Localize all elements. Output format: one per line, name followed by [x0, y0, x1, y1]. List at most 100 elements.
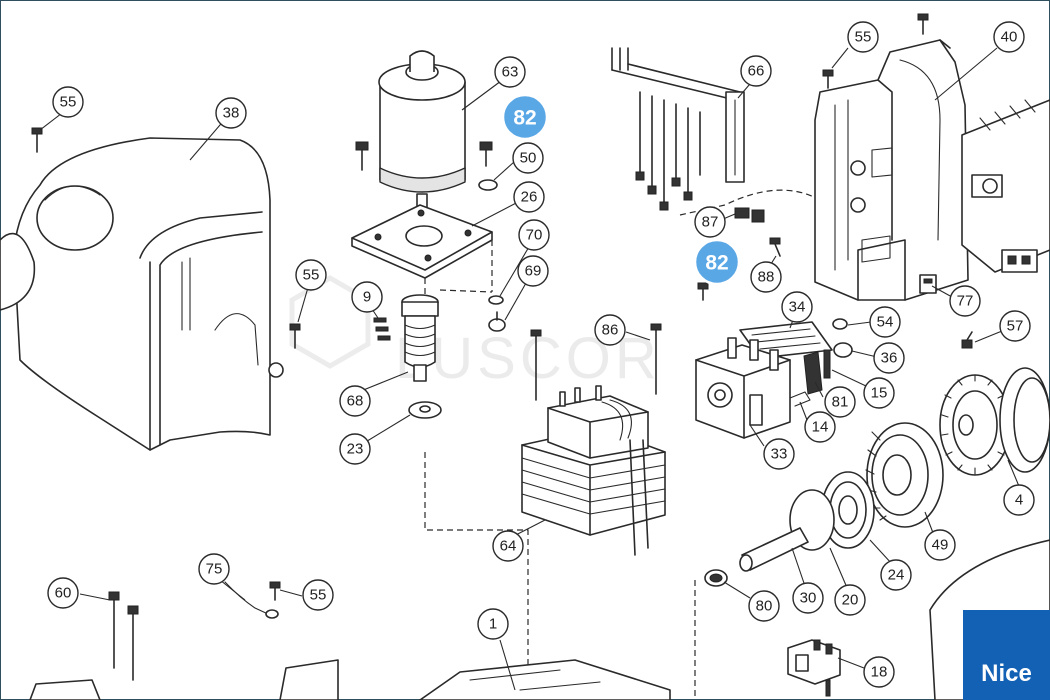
part-screw-motor-left	[355, 141, 369, 171]
callout-1: 1	[477, 608, 509, 640]
callout-label: 9	[363, 289, 371, 306]
callout-circle	[52, 86, 84, 118]
callout-55: 55	[295, 259, 327, 291]
callout-circle	[477, 608, 509, 640]
part-bolts-60	[108, 591, 139, 681]
callout-circle	[198, 553, 230, 585]
callout-circle	[863, 377, 895, 409]
callout-57: 57	[999, 310, 1031, 342]
callout-circle	[518, 219, 550, 251]
part-screw-55-top	[822, 69, 834, 89]
callout-label: 55	[303, 267, 320, 284]
part-clip-87	[734, 207, 765, 223]
callout-77: 77	[949, 285, 981, 317]
callout-label: 55	[310, 587, 327, 604]
callout-label: 49	[932, 537, 949, 554]
callout-18: 18	[863, 656, 895, 688]
callout-circle	[501, 93, 549, 141]
part-bearing-24	[821, 471, 875, 549]
part-knob-36	[833, 342, 853, 358]
callout-circle	[302, 579, 334, 611]
callout-label: 38	[223, 105, 240, 122]
callout-circle	[295, 259, 327, 291]
callout-81: 81	[824, 386, 856, 418]
callout-label: 34	[789, 299, 806, 316]
callout-label: 66	[748, 63, 765, 80]
callout-55: 55	[302, 579, 334, 611]
callout-circle	[924, 529, 956, 561]
part-screw-57	[961, 331, 973, 349]
callout-80: 80	[748, 590, 780, 622]
callout-label: 75	[206, 561, 223, 578]
callout-label: 82	[513, 107, 536, 130]
callout-label: 1	[489, 616, 497, 633]
part-long-screws-86	[530, 323, 662, 401]
callout-circle	[763, 438, 795, 470]
callout-circle	[873, 342, 905, 374]
callout-label: 40	[1001, 29, 1018, 46]
callout-75: 75	[198, 553, 230, 585]
callout-63: 63	[494, 56, 526, 88]
callout-36: 36	[873, 342, 905, 374]
callout-label: 63	[502, 64, 519, 81]
brand-logo-badge: Nice	[963, 610, 1050, 700]
callout-label: 36	[881, 350, 898, 367]
leader-lines	[39, 47, 1022, 691]
callout-label: 15	[871, 385, 888, 402]
part-transformer-64	[521, 385, 666, 556]
callout-label: 20	[842, 592, 859, 609]
callout-circle	[999, 310, 1031, 342]
callout-34: 34	[781, 291, 813, 323]
callout-circle	[740, 55, 772, 87]
part-connector-77	[919, 274, 937, 294]
assembly-line-c	[679, 189, 821, 216]
part-screw-82a	[479, 141, 493, 167]
callout-label: 55	[855, 29, 872, 46]
part-housing-40	[814, 39, 969, 301]
callout-circle	[824, 386, 856, 418]
callout-68: 68	[339, 385, 371, 417]
callout-33: 33	[763, 438, 795, 470]
callout-label: 68	[347, 393, 364, 410]
callout-label: 23	[347, 441, 364, 458]
part-switch-33	[695, 337, 791, 439]
callout-55: 55	[847, 21, 879, 53]
part-screw-82b	[697, 282, 709, 301]
part-screw-55-bottom	[269, 581, 281, 601]
part-shaft-68	[401, 294, 439, 382]
callout-label: 87	[702, 214, 719, 231]
callout-86: 86	[594, 314, 626, 346]
callout-64: 64	[492, 530, 524, 562]
callout-26: 26	[513, 181, 545, 213]
callout-label: 57	[1007, 318, 1024, 335]
callout-circle	[949, 285, 981, 317]
callout-circle	[804, 411, 836, 443]
callout-highlight-82: 82	[693, 238, 741, 286]
callout-circle	[993, 21, 1025, 53]
part-gear-49	[865, 422, 944, 528]
callout-66: 66	[740, 55, 772, 87]
callout-label: 88	[758, 269, 775, 286]
callout-group: 5538556382502670699682366878288863454361…	[47, 21, 1035, 688]
callout-20: 20	[834, 584, 866, 616]
callout-4: 4	[1003, 484, 1035, 516]
callout-label: 64	[500, 538, 517, 555]
callout-highlight-82: 82	[501, 93, 549, 141]
part-washer-80	[704, 569, 728, 587]
part-base-1	[29, 659, 671, 700]
part-cap-4b	[999, 367, 1050, 473]
callout-50: 50	[512, 142, 544, 174]
callout-label: 77	[957, 293, 974, 310]
part-screw-88	[769, 237, 781, 257]
callout-23: 23	[339, 433, 371, 465]
callout-label: 50	[520, 150, 537, 167]
part-washer-70	[488, 295, 504, 305]
callout-circle	[694, 206, 726, 238]
part-bracket-81	[803, 351, 823, 395]
part-harness-66	[611, 47, 745, 211]
callout-circle	[339, 385, 371, 417]
callout-label: 81	[832, 394, 849, 411]
callout-circle	[869, 306, 901, 338]
part-plate-26	[351, 204, 493, 296]
part-pin-15	[823, 349, 831, 379]
